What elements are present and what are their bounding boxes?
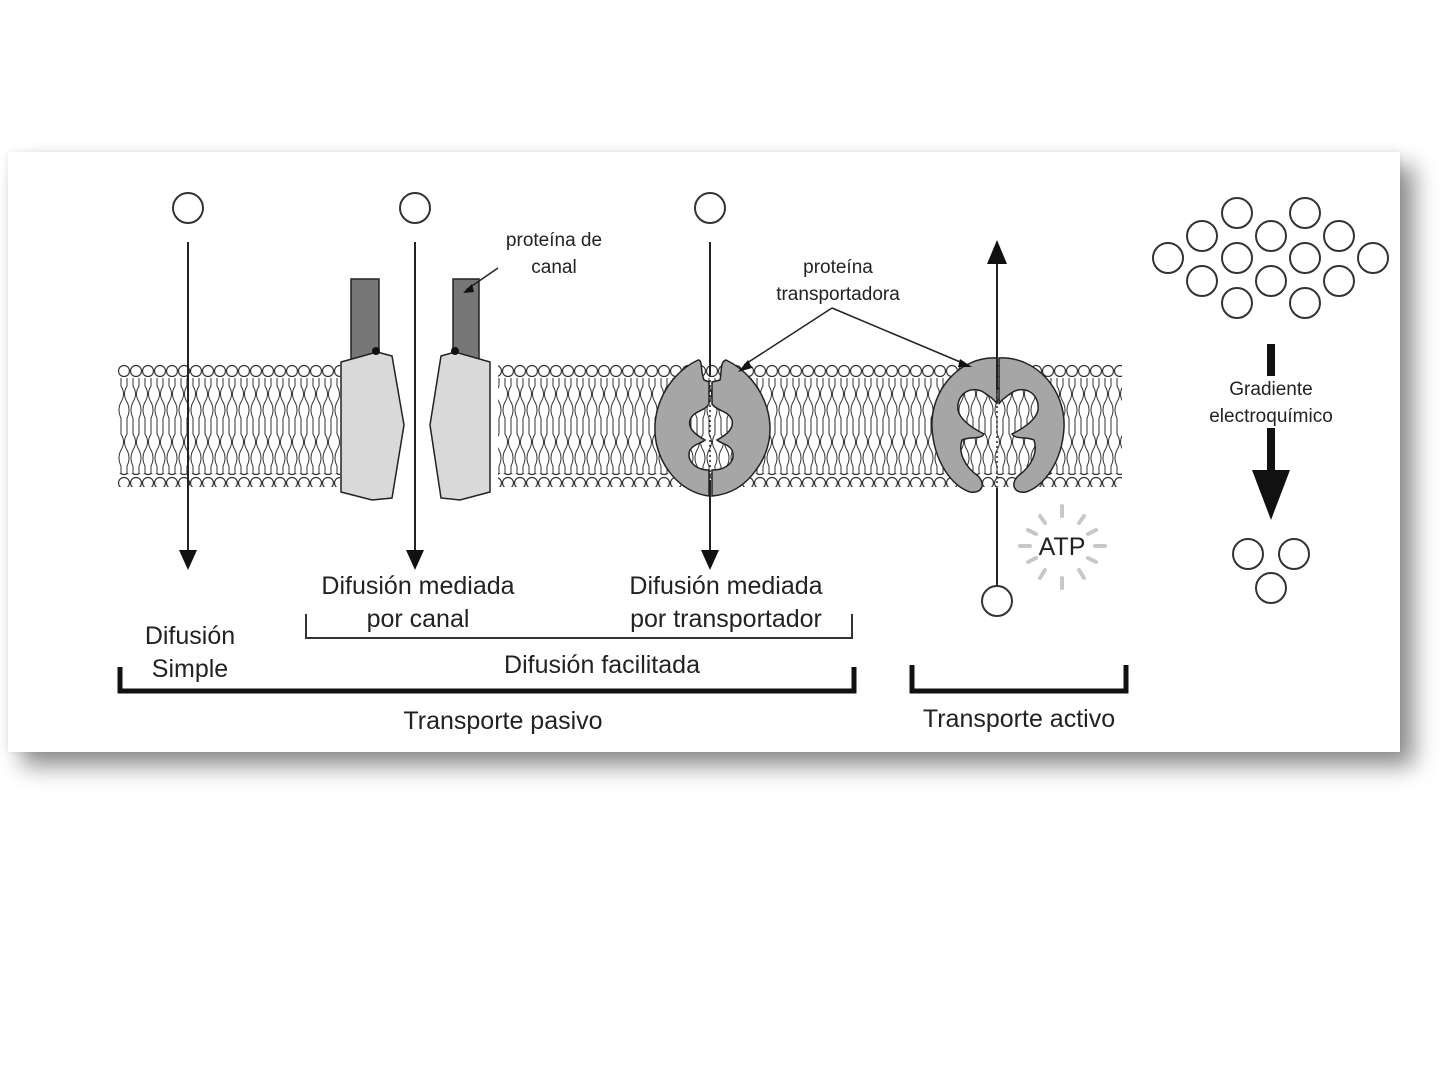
channel-mediated-label-line2: por canal <box>367 605 470 633</box>
carrier-mediated-label-line1: Difusión mediada <box>629 572 822 600</box>
carrier-protein-label-line2: transportadora <box>776 284 900 305</box>
channel-subunit-right <box>429 351 491 501</box>
atp-label: ATP <box>1039 533 1086 561</box>
channel-mediated-label-line1: Difusión mediada <box>321 572 514 600</box>
carrier-protein-facilitated <box>654 192 771 570</box>
facilitated-diffusion-label: Difusión facilitada <box>504 651 700 679</box>
solute-molecule <box>399 192 431 224</box>
active-transport-bracket <box>909 665 1129 694</box>
solute-molecule <box>694 192 726 224</box>
channel-subunit-left <box>340 351 405 501</box>
high-concentration-cluster <box>1152 197 1389 319</box>
arrow-down-icon <box>406 550 424 570</box>
channel-gate-left <box>350 278 380 362</box>
channel-protein <box>340 192 499 570</box>
gradient-label-line2: electroquímico <box>1209 406 1333 427</box>
arrow-down-icon <box>179 550 197 570</box>
membrane-transport-diagram: ATP Gradiente electroquímico proteína de… <box>117 192 1389 735</box>
solute-molecule <box>981 585 1013 617</box>
carrier-protein-active <box>931 240 1065 617</box>
channel-protein-label-line1: proteína de <box>506 230 602 251</box>
channel-protein-label-line2: canal <box>531 257 576 278</box>
gradient-arrow-icon <box>1252 344 1290 520</box>
simple-diffusion-label-line2: Simple <box>152 655 228 683</box>
diagram-card: ATP Gradiente electroquímico proteína de… <box>8 152 1400 752</box>
carrier-mediated-label-line2: por transportador <box>630 605 822 633</box>
gradient-label-line1: Gradiente <box>1229 379 1312 400</box>
active-transport-label: Transporte activo <box>923 705 1115 733</box>
atp-burst-icon <box>1018 504 1107 590</box>
solute-molecule <box>172 192 204 224</box>
simple-diffusion-path <box>172 192 204 570</box>
carrier-protein-label-line1: proteína <box>803 257 873 278</box>
passive-transport-label: Transporte pasivo <box>403 707 602 735</box>
arrow-up-icon <box>987 240 1007 264</box>
arrow-down-icon <box>701 550 719 570</box>
passive-transport-bracket <box>117 667 857 694</box>
simple-diffusion-label-line1: Difusión <box>145 622 235 650</box>
low-concentration-cluster <box>1232 538 1310 604</box>
facilitated-diffusion-bracket <box>305 614 853 639</box>
carrier-label-pointers <box>738 307 972 372</box>
